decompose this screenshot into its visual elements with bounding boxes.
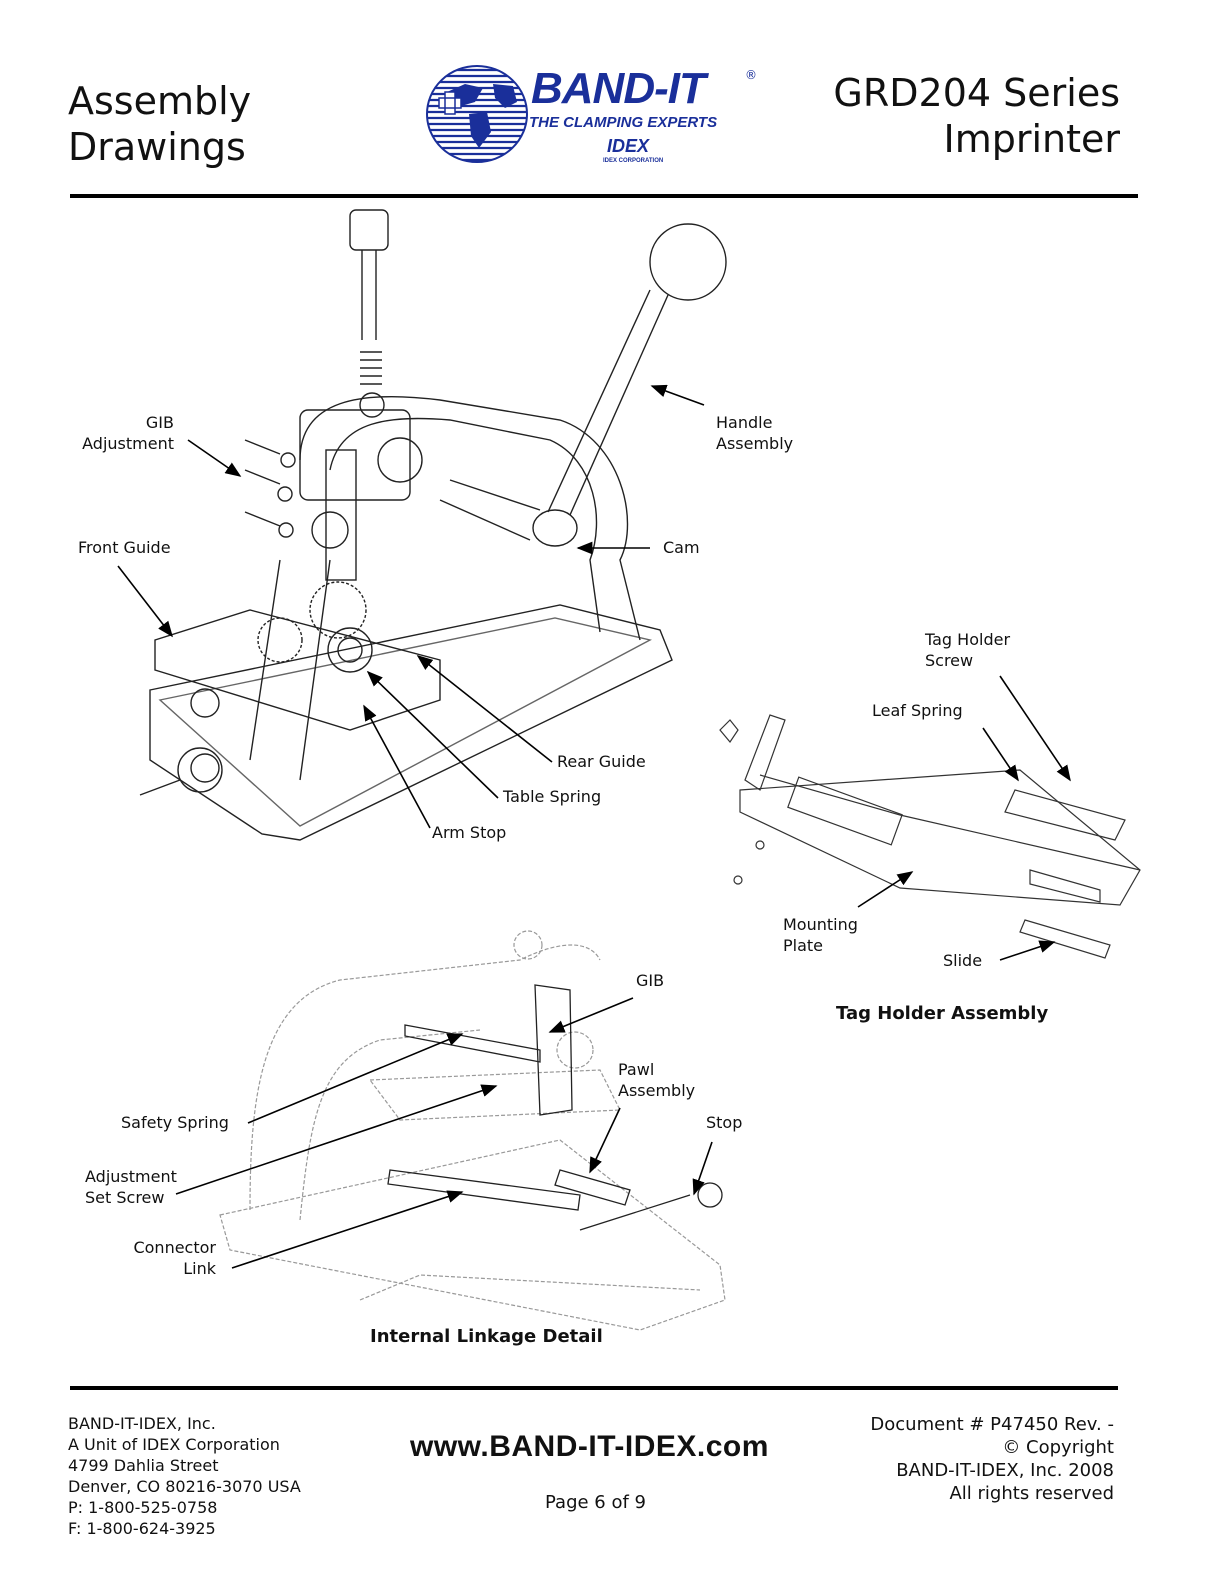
company-phone: P: 1-800-525-0758 xyxy=(68,1498,218,1517)
label-tag-holder-screw: Tag Holder Screw xyxy=(925,630,1011,670)
arrow-slide xyxy=(999,940,1056,961)
band-it-logo: BAND-IT ® THE CLAMPING EXPERTS IDEX IDEX… xyxy=(425,62,765,172)
company-fax: F: 1-800-624-3925 xyxy=(68,1519,216,1538)
arrow-gib xyxy=(548,997,634,1033)
arrow-pawl-assembly xyxy=(589,1107,621,1174)
label-slide: Slide xyxy=(943,951,983,970)
company-street: 4799 Dahlia Street xyxy=(68,1456,219,1475)
page-title-left: Assembly Drawings xyxy=(68,78,251,170)
arrow-gib-adjustment xyxy=(187,439,242,477)
label-mounting-plate: Mounting Plate xyxy=(783,915,858,955)
label-adjustment-set-screw: Adjustment Set Screw xyxy=(85,1167,177,1207)
page-number: Page 6 of 9 xyxy=(545,1492,646,1513)
arrow-leaf-spring xyxy=(982,727,1019,782)
logo-brand: BAND-IT xyxy=(531,64,706,113)
label-table-spring: Table Spring xyxy=(503,787,602,806)
logo-registered-mark: ® xyxy=(745,68,757,82)
label-connector-link: Connector Link xyxy=(133,1238,216,1278)
label-rear-guide: Rear Guide xyxy=(557,752,646,771)
label-gib-adjustment: GIB Adjustment xyxy=(82,413,174,453)
copyright-line: © Copyright xyxy=(1002,1437,1114,1458)
title-line-1: Assembly xyxy=(68,79,252,123)
logo-sub-brand: IDEX xyxy=(607,136,650,156)
internal-linkage-drawing xyxy=(219,930,726,1331)
tag-holder-drawing xyxy=(719,714,1141,959)
page-title-right: GRD204 Series Imprinter xyxy=(833,70,1120,162)
company-parent: A Unit of IDEX Corporation xyxy=(68,1435,280,1454)
label-gib: GIB xyxy=(636,971,665,990)
product-name: Imprinter xyxy=(943,117,1120,161)
arrow-safety-spring xyxy=(247,1033,464,1124)
header-divider xyxy=(70,194,1138,198)
arrow-mounting-plate xyxy=(857,871,914,908)
arrow-tag-holder-screw xyxy=(999,675,1071,782)
footer-divider xyxy=(70,1386,1118,1390)
arrow-stop xyxy=(692,1141,713,1196)
arrow-adjustment-set-screw xyxy=(175,1084,498,1195)
title-line-2: Drawings xyxy=(68,125,246,169)
label-safety-spring: Safety Spring xyxy=(121,1113,229,1132)
globe-icon xyxy=(426,65,528,163)
arrow-handle-assembly xyxy=(650,384,705,406)
label-leaf-spring: Leaf Spring xyxy=(872,701,963,720)
label-front-guide: Front Guide xyxy=(78,538,171,557)
arrow-rear-guide xyxy=(416,655,553,763)
document-number: Document # P47450 Rev. - xyxy=(870,1414,1114,1435)
leader-arrows xyxy=(117,384,1071,1269)
label-stop: Stop xyxy=(706,1113,743,1132)
label-handle-assembly: Handle Assembly xyxy=(716,413,794,453)
footer-company-address: BAND-IT-IDEX, Inc. A Unit of IDEX Corpor… xyxy=(68,1413,301,1539)
arrow-arm-stop xyxy=(363,704,431,829)
copyright-holder: BAND-IT-IDEX, Inc. 2008 xyxy=(896,1460,1114,1481)
footer-document-info: Document # P47450 Rev. - © Copyright BAN… xyxy=(870,1413,1114,1505)
label-pawl-assembly: Pawl Assembly xyxy=(618,1060,696,1100)
label-cam: Cam xyxy=(663,538,700,557)
company-city: Denver, CO 80216-3070 USA xyxy=(68,1477,301,1496)
imprinter-main-drawing xyxy=(139,209,727,841)
company-name: BAND-IT-IDEX, Inc. xyxy=(68,1414,216,1433)
rights-reserved: All rights reserved xyxy=(949,1483,1114,1504)
caption-tag-holder-assembly: Tag Holder Assembly xyxy=(836,1003,1049,1024)
website-link[interactable]: www.BAND-IT-IDEX.com xyxy=(410,1430,769,1463)
logo-tagline: THE CLAMPING EXPERTS xyxy=(529,114,718,131)
internal-linkage-parts xyxy=(387,984,723,1231)
label-arm-stop: Arm Stop xyxy=(432,823,507,842)
caption-internal-linkage-detail: Internal Linkage Detail xyxy=(370,1326,603,1347)
logo-sub-line: IDEX CORPORATION xyxy=(603,158,664,164)
arrow-connector-link xyxy=(231,1190,464,1269)
arrow-front-guide xyxy=(117,565,173,638)
series-name: GRD204 Series xyxy=(833,71,1120,115)
arrow-table-spring xyxy=(366,670,499,799)
